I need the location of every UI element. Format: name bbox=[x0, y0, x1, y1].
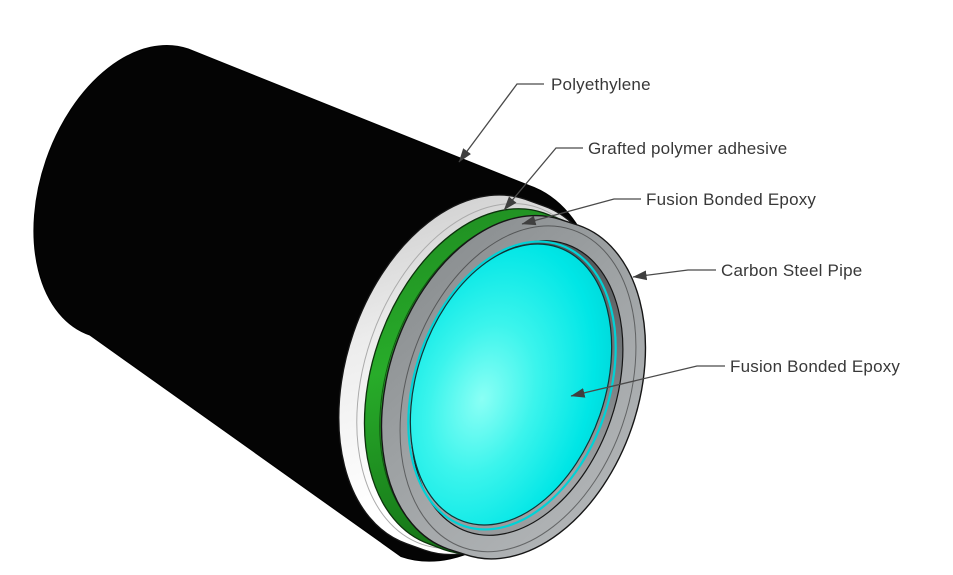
label-carbon-steel-pipe: Carbon Steel Pipe bbox=[721, 261, 862, 280]
fbe-inner-layer bbox=[409, 243, 613, 526]
leader-polyethylene bbox=[458, 83, 544, 163]
leader-steel bbox=[632, 269, 716, 281]
leader-lines bbox=[458, 83, 725, 398]
leader-adhesive bbox=[503, 147, 583, 211]
label-polyethylene: Polyethylene bbox=[551, 75, 651, 94]
steel-edge-line bbox=[399, 225, 637, 553]
leader-fbe-outer bbox=[521, 198, 641, 226]
label-fusion-bonded-epoxy-inner: Fusion Bonded Epoxy bbox=[730, 357, 900, 376]
leader-fbe-inner bbox=[570, 365, 725, 398]
label-fusion-bonded-epoxy-outer: Fusion Bonded Epoxy bbox=[646, 190, 816, 209]
inner-epoxy-rim bbox=[407, 240, 617, 531]
callout-labels: Polyethylene Grafted polymer adhesive Fu… bbox=[551, 75, 900, 376]
label-grafted-polymer-adhesive: Grafted polymer adhesive bbox=[588, 139, 787, 158]
